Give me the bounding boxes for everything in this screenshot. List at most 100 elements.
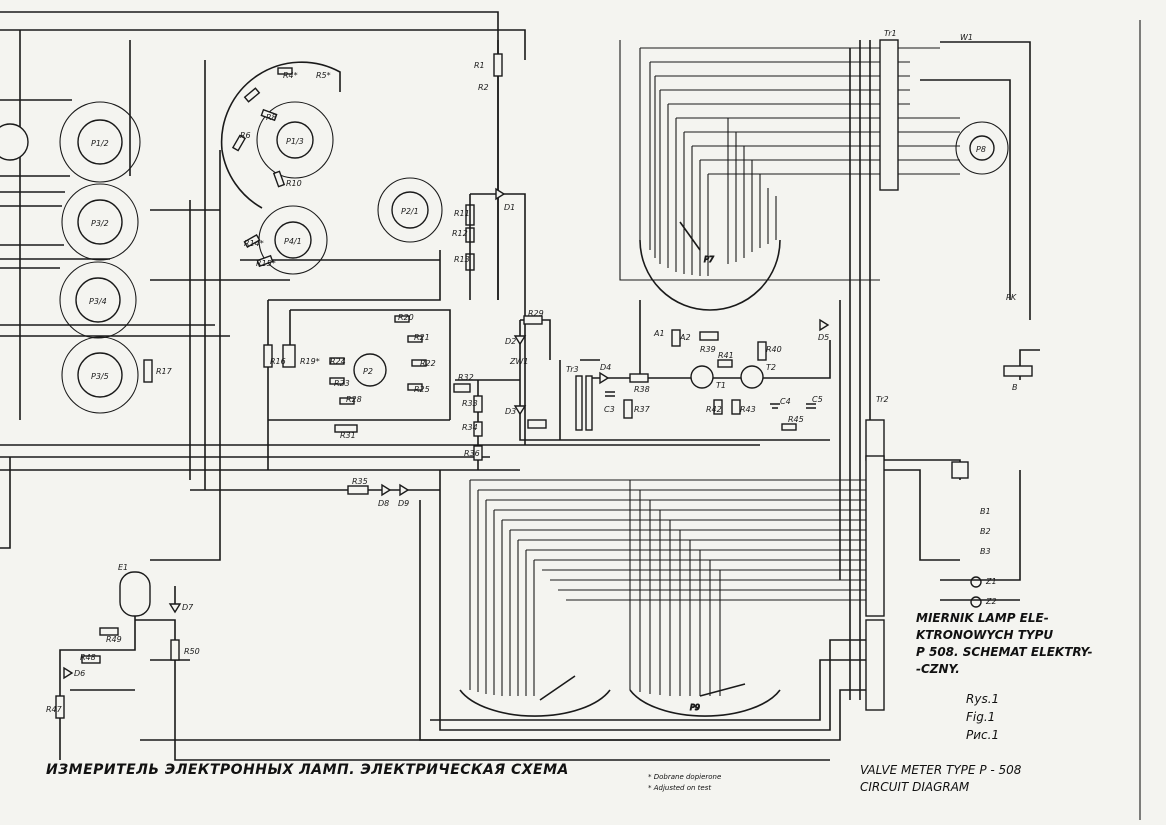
switch-p1-3: P1/3 R4* R5* R6 R8 R10 <box>220 61 341 209</box>
r32-r36-chain: R32 R33 R34 R36 <box>453 373 520 470</box>
label-r33: R33 <box>462 399 478 408</box>
label-d8: D8 <box>378 499 389 508</box>
label-z2: Z2 <box>985 597 997 606</box>
label-p1-2: P1/2 <box>91 139 109 148</box>
label-r29: R29 <box>528 309 544 318</box>
label-r11: R11 <box>454 209 470 218</box>
zener-regulator: R29 D2 ZW1 D3 <box>505 309 551 441</box>
label-p2-1: P2/1 <box>401 207 419 216</box>
label-r12: R12 <box>452 229 468 238</box>
transistor-stage: Tr3 D4 R38 R37 C3 T1 T2 R40 R41 R42 R43 … <box>545 300 831 441</box>
switch-p7-fan: P7 <box>619 40 880 311</box>
label-t2: T2 <box>766 363 776 372</box>
label-d2: D2 <box>505 337 516 346</box>
label-r47: R47 <box>46 705 63 714</box>
label-r25: R25 <box>414 385 430 394</box>
label-pk: PK <box>1006 293 1017 302</box>
label-r38: R38 <box>634 385 650 394</box>
label-r15: R15* <box>256 259 276 268</box>
label-t1: T1 <box>716 381 726 390</box>
switch-p1-2: P1/2 <box>59 101 141 183</box>
label-r36: R36 <box>464 449 480 458</box>
label-r6: R6 <box>240 131 251 140</box>
label-d6: D6 <box>74 669 85 678</box>
label-w1: W1 <box>960 33 973 42</box>
label-r32: R32 <box>458 373 474 382</box>
label-r34: R34 <box>462 423 478 432</box>
terminal-strip-top: Tr1 W1 P8 PK <box>839 29 1031 700</box>
label-r31: R31 <box>340 431 356 440</box>
label-d3: D3 <box>505 407 516 416</box>
label-r19: R19* <box>300 357 320 366</box>
label-a1: A1 <box>653 329 665 338</box>
label-tr3: Tr3 <box>566 365 579 374</box>
label-r49: R49 <box>106 635 122 644</box>
label-b: B <box>1012 383 1018 392</box>
valve-e1-section: E1 D7 R50 R49 R48 D6 R47 <box>46 563 830 761</box>
label-r14: R14* <box>244 239 264 248</box>
label-b1: B1 <box>980 507 991 516</box>
title-polish: MIERNIK LAMP ELE- KTRONOWYCH TYPU P 508.… <box>916 611 1093 676</box>
left-bus-wires <box>0 11 760 561</box>
label-r22: R22 <box>420 359 436 368</box>
label-d7: D7 <box>182 603 194 612</box>
label-tr1: Tr1 <box>884 29 897 38</box>
label-p3-5: P3/5 <box>91 372 109 381</box>
switch-left-edge <box>0 123 29 161</box>
label-d5: D5 <box>818 333 829 342</box>
label-r50: R50 <box>184 647 200 656</box>
label-r24: R24 <box>330 357 346 366</box>
switch-p2-1: P2/1 <box>377 177 443 243</box>
terminal-strip-bottom: Tr2 B1 B2 B3 Z1 Z2 B <box>865 349 1040 711</box>
label-r13: R13 <box>454 255 470 264</box>
label-r21: R21 <box>414 333 430 342</box>
label-r40: R40 <box>766 345 782 354</box>
label-c4: C4 <box>780 397 791 406</box>
label-r8: R8 <box>266 113 277 122</box>
r1-r2-d1-chain: R1 R2 D1 R11 R12 R13 <box>452 40 526 445</box>
switch-p4-1: P4/1 R14* R15* <box>243 205 328 275</box>
switch-p3-2: P3/2 <box>61 183 139 261</box>
label-r2: R2 <box>478 83 489 92</box>
switch-p9-fan: P9 <box>419 470 866 741</box>
label-p2: P2 <box>363 367 373 376</box>
switch-p3-4: P3/4 <box>59 261 137 339</box>
label-p9: P9 <box>690 703 700 712</box>
label-r17: R17 <box>156 367 173 376</box>
label-r45: R45 <box>788 415 804 424</box>
label-r5: R5* <box>316 71 331 80</box>
label-d9: D9 <box>398 499 409 508</box>
legend-notes: * Dobrane dopierone * Adjusted on test <box>648 773 722 792</box>
label-d1: D1 <box>504 203 515 212</box>
label-r23: R23 <box>334 379 350 388</box>
label-r10: R10 <box>286 179 302 188</box>
switch-p3-5: P3/5 R17 <box>61 336 173 414</box>
label-p8: P8 <box>976 145 986 154</box>
label-p3-2: P3/2 <box>91 219 109 228</box>
label-r4: R4* <box>283 71 298 80</box>
switch-p2-resistor-ring: P2 R16 R19* R20 R21 R22 R25 R24 R23 R28 … <box>263 300 451 470</box>
label-r41: R41 <box>718 351 734 360</box>
label-tr2: Tr2 <box>876 395 889 404</box>
label-p4-1: P4/1 <box>284 237 302 246</box>
label-c5: C5 <box>812 395 823 404</box>
label-r37: R37 <box>634 405 651 414</box>
label-a2: A2 <box>679 333 691 342</box>
label-r20: R20 <box>398 313 414 322</box>
figure-label: Rys.1 Fig.1 Рис.1 <box>966 692 1000 742</box>
label-r48: R48 <box>80 653 96 662</box>
label-z1: Z1 <box>985 577 997 586</box>
label-d4: D4 <box>600 363 611 372</box>
label-c3: C3 <box>604 405 615 414</box>
label-p3-4: P3/4 <box>89 297 107 306</box>
label-r16: R16 <box>270 357 286 366</box>
label-b2: B2 <box>980 527 991 536</box>
label-r28: R28 <box>346 395 362 404</box>
label-zw1: ZW1 <box>509 357 528 366</box>
r35-diode-row: R35 D8 D9 <box>190 477 440 508</box>
label-p1-3: P1/3 <box>286 137 304 146</box>
title-russian: ИЗМЕРИТЕЛЬ ЭЛЕКТРОННЫХ ЛАМП. ЭЛЕКТРИЧЕСК… <box>46 762 569 778</box>
label-r35: R35 <box>352 477 368 486</box>
